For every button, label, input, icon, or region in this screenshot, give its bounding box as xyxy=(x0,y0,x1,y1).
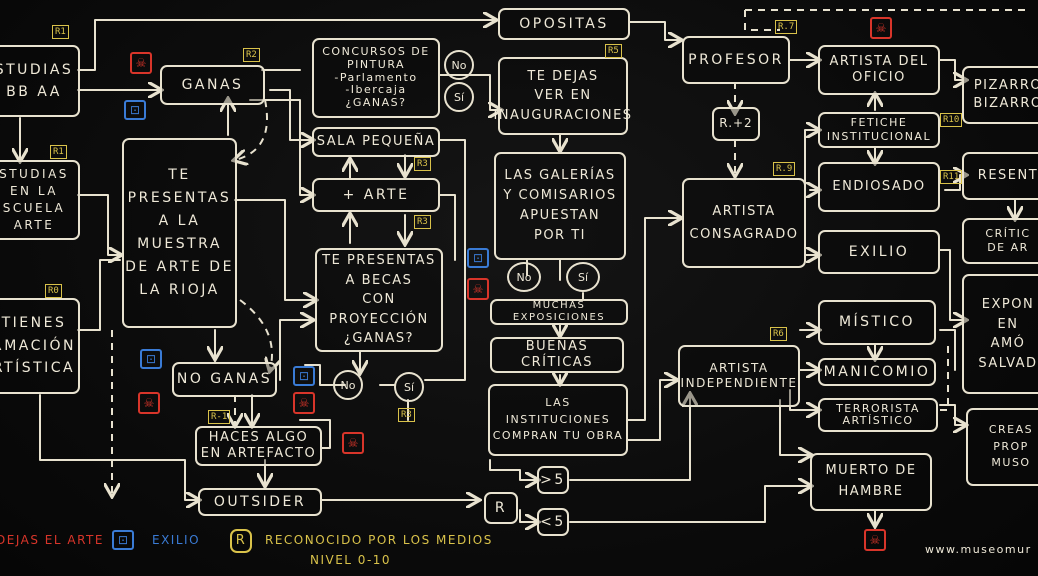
tag-r5: R5 xyxy=(605,44,622,58)
legend-website: www.museomur xyxy=(925,543,1032,556)
node-manicomio: MANICOMIO xyxy=(818,358,936,386)
briefcase-icon: ⊡ xyxy=(140,349,162,369)
node-artista-consagrado: ARTISTA CONSAGRADO xyxy=(682,178,806,268)
decision-no-concursos: No xyxy=(444,50,474,80)
node-no-ganas: NO GANAS xyxy=(172,362,277,397)
briefcase-icon: ⊡ xyxy=(124,100,146,120)
node-terrorista: TERRORISTA ARTÍSTICO xyxy=(818,398,938,432)
node-artista-oficio: ARTISTA DEL OFICIO xyxy=(818,45,940,95)
node-instituciones: LAS INSTITUCIONES COMPRAN TU OBRA xyxy=(488,384,628,456)
tag-r2: R2 xyxy=(243,48,260,62)
legend-exilio: EXILIO xyxy=(152,533,201,547)
node-ganas: GANAS xyxy=(160,65,265,105)
decision-si-becas: Sí xyxy=(394,372,424,402)
tag-r3-si: R3 xyxy=(398,408,415,422)
tag-r10: R10 xyxy=(940,113,963,127)
briefcase-icon: ⊡ xyxy=(293,366,315,386)
node-menos5: <5 xyxy=(537,508,569,536)
node-estudias-escuela: STUDIAS EN LA SCUELA ARTE xyxy=(0,160,80,240)
node-outsider: OUTSIDER xyxy=(198,488,322,516)
node-resent: RESENT xyxy=(962,152,1038,200)
node-pizarro: PIZARRO BIZARRO xyxy=(962,66,1038,124)
node-te-dejas-ver: TE DEJAS VER EN INAUGURACIONES xyxy=(493,57,631,135)
node-endiosado: ENDIOSADO xyxy=(818,162,940,212)
skull-icon: ☠ xyxy=(870,17,892,39)
skull-icon: ☠ xyxy=(138,392,160,414)
tag-r1-escuela: R1 xyxy=(50,145,67,159)
skull-icon: ☠ xyxy=(293,392,315,414)
node-fetiche: FETICHE INSTITUCIONAL xyxy=(818,112,940,148)
node-buenas-criticas: BUENAS CRÍTICAS xyxy=(490,337,624,373)
node-r: R xyxy=(484,492,518,524)
tag-r9: R.9 xyxy=(773,162,796,176)
tag-r0: R0 xyxy=(45,284,62,298)
node-opositas: OPOSITAS xyxy=(498,8,630,40)
node-exilio: EXILIO xyxy=(818,230,940,274)
node-estudias-bbaa: STUDIAS BB AA xyxy=(0,45,80,117)
node-criticas-arte: CRÍTIC DE AR xyxy=(962,218,1038,264)
node-mas-arte: + ARTE xyxy=(312,178,440,212)
node-galerias: LAS GALERÍAS Y COMISARIOS APUESTAN POR T… xyxy=(494,152,626,260)
node-muerto: MUERTO DE HAMBRE xyxy=(810,453,932,511)
tag-r7: R.7 xyxy=(775,20,798,34)
node-te-presentas-muestra: TE PRESENTAS A LA MUESTRA DE ARTE DE LA … xyxy=(122,138,237,328)
tag-r3-mas-arte: R3 xyxy=(414,157,431,171)
node-profesor: PROFESOR xyxy=(682,36,790,84)
tag-r3-becas: R3 xyxy=(414,215,431,229)
node-expon: EXPON EN AMÓ SALVAD xyxy=(962,274,1038,394)
briefcase-icon: ⊡ xyxy=(112,530,134,550)
node-mistico: MÍSTICO xyxy=(818,300,936,345)
node-mas5: >5 xyxy=(537,466,569,494)
node-muchas-exposiciones: MUCHAS EXPOSICIONES xyxy=(490,299,628,325)
node-sala-pequena: SALA PEQUEÑA xyxy=(312,127,440,157)
decision-si-concursos: Sí xyxy=(444,82,474,112)
skull-icon: ☠ xyxy=(467,278,489,300)
skull-icon: ☠ xyxy=(864,529,886,551)
decision-no-galerias: No xyxy=(507,262,541,292)
tag-r6: R6 xyxy=(770,327,787,341)
node-tienes-formacion: TIENES RMACIÓN RTÍSTICA xyxy=(0,298,80,394)
node-haces-algo: HACES ALGO EN ARTEFACTO xyxy=(195,426,322,466)
node-r-plus2: R.+2 xyxy=(712,107,760,141)
node-te-presentas-becas: TE PRESENTAS A BECAS CON PROYECCIÓN ¿GAN… xyxy=(315,248,443,352)
legend-dejas-arte: DEJAS EL ARTE xyxy=(0,533,104,547)
legend-nivel: NIVEL 0-10 xyxy=(310,553,392,567)
tag-r-1: R-1 xyxy=(208,410,231,424)
node-concursos: CONCURSOS DE PINTURA -Parlamento -Iberca… xyxy=(312,38,440,118)
legend-reconocido: RECONOCIDO POR LOS MEDIOS xyxy=(265,533,493,547)
decision-no-becas: No xyxy=(333,370,363,400)
legend-r-box: R xyxy=(230,529,252,553)
node-creas: CREAS PROP MUSO xyxy=(966,408,1038,486)
decision-si-galerias: Sí xyxy=(566,262,600,292)
briefcase-icon: ⊡ xyxy=(467,248,489,268)
skull-icon: ☠ xyxy=(130,52,152,74)
node-artista-independiente: ARTISTA INDEPENDIENTE xyxy=(678,345,800,407)
tag-r11: R11 xyxy=(940,170,963,184)
tag-r1-bbaa: R1 xyxy=(52,25,69,39)
skull-icon: ☠ xyxy=(342,432,364,454)
